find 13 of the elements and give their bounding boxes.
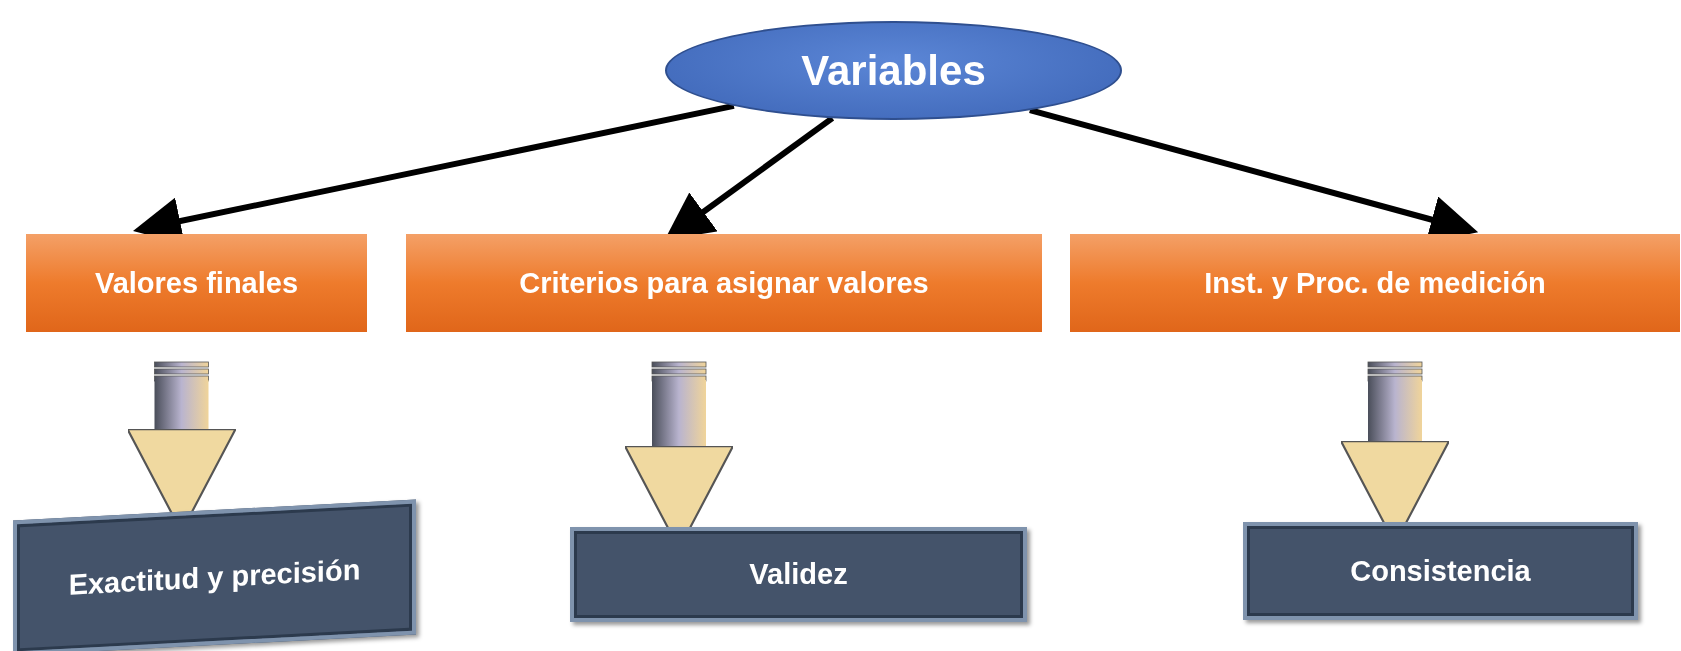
result-box (570, 527, 1027, 622)
category-box (406, 234, 1042, 332)
result-box (1243, 522, 1638, 620)
category-box (26, 234, 367, 332)
node-label: Inst. y Proc. de medición (1204, 266, 1546, 300)
result-box (13, 499, 416, 651)
category-box (1070, 234, 1680, 332)
node-label: Validez (749, 558, 848, 591)
node-label: Exactitud y precisión (68, 553, 361, 602)
node-label: Variables (801, 46, 986, 95)
node-label: Valores finales (94, 266, 299, 300)
node-label: Criterios para asignar valores (519, 266, 929, 300)
node-label: Consistencia (1350, 554, 1531, 588)
